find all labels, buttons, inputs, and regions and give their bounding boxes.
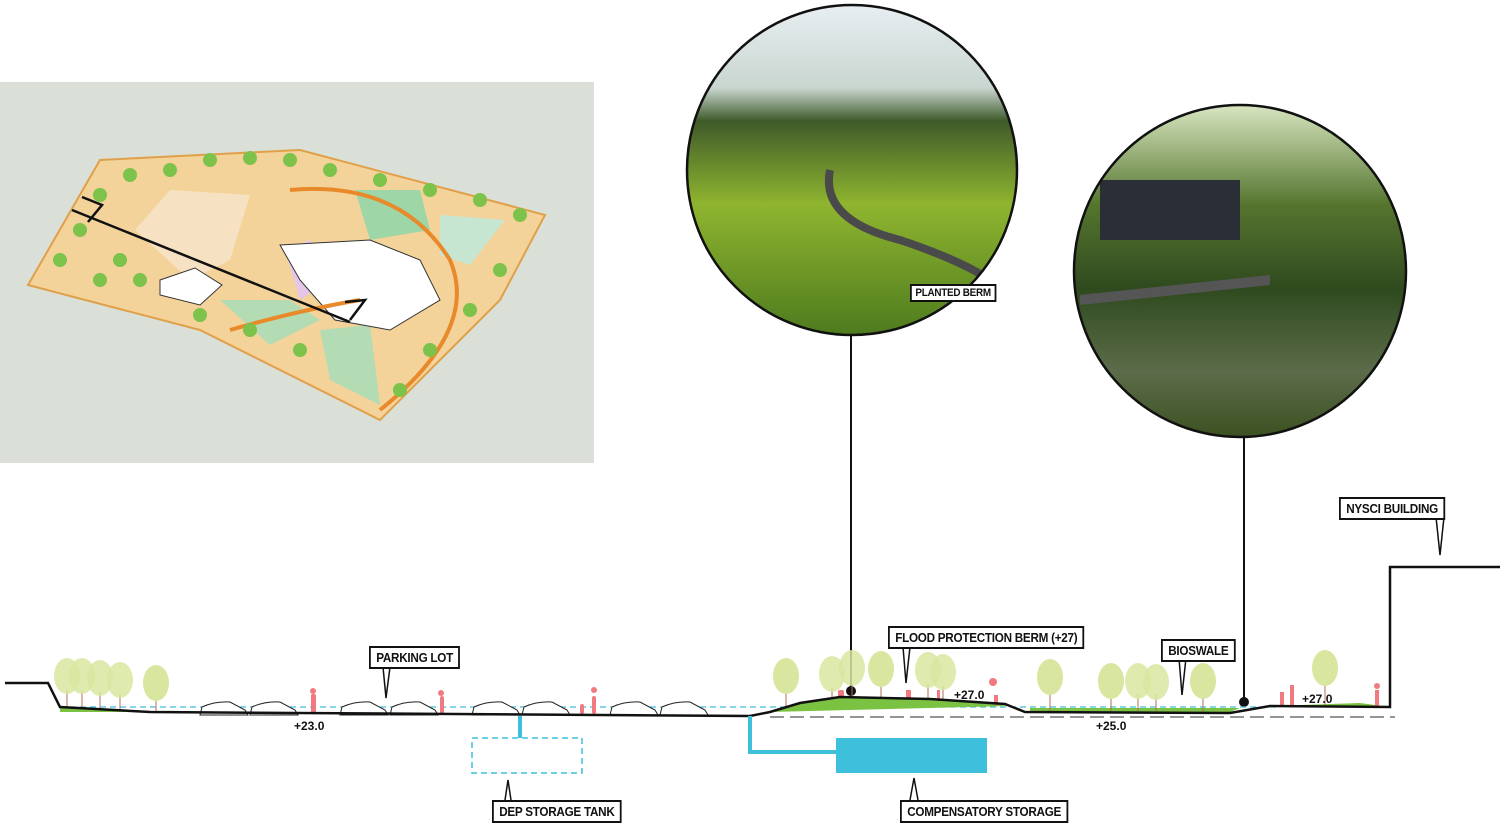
bioswale-photo (1072, 103, 1408, 439)
ground-profile (5, 565, 1500, 718)
pin-dot (1239, 697, 1249, 707)
aerial-site-plan (0, 82, 594, 463)
arrow-icon (81, 195, 105, 223)
elevation-parking: +23.0 (294, 719, 325, 733)
label-parking-lot: PARKING LOT (369, 646, 461, 669)
arrow-icon (344, 298, 368, 321)
label-nysci-building: NYSCI BUILDING (1339, 497, 1446, 520)
pin-dot (846, 686, 856, 696)
label-compensatory-storage: COMPENSATORY STORAGE (900, 800, 1069, 823)
people-figures (310, 678, 1380, 714)
elevation-bioswale: +25.0 (1096, 719, 1127, 733)
elevation-plaza: +27.0 (1302, 692, 1333, 706)
compensatory-storage-shape (836, 738, 987, 773)
label-dep-storage-tank: DEP STORAGE TANK (492, 800, 622, 823)
section-cut-line (71, 208, 351, 324)
elevation-berm: +27.0 (954, 688, 985, 702)
label-flood-protection-berm: FLOOD PROTECTION BERM (+27) (888, 626, 1085, 649)
label-bioswale: BIOSWALE (1161, 639, 1236, 662)
label-planted-berm: PLANTED BERM (910, 284, 997, 302)
planted-berm-photo (685, 3, 1019, 337)
dep-storage-tank-shape (471, 737, 583, 774)
trees (54, 650, 1338, 712)
